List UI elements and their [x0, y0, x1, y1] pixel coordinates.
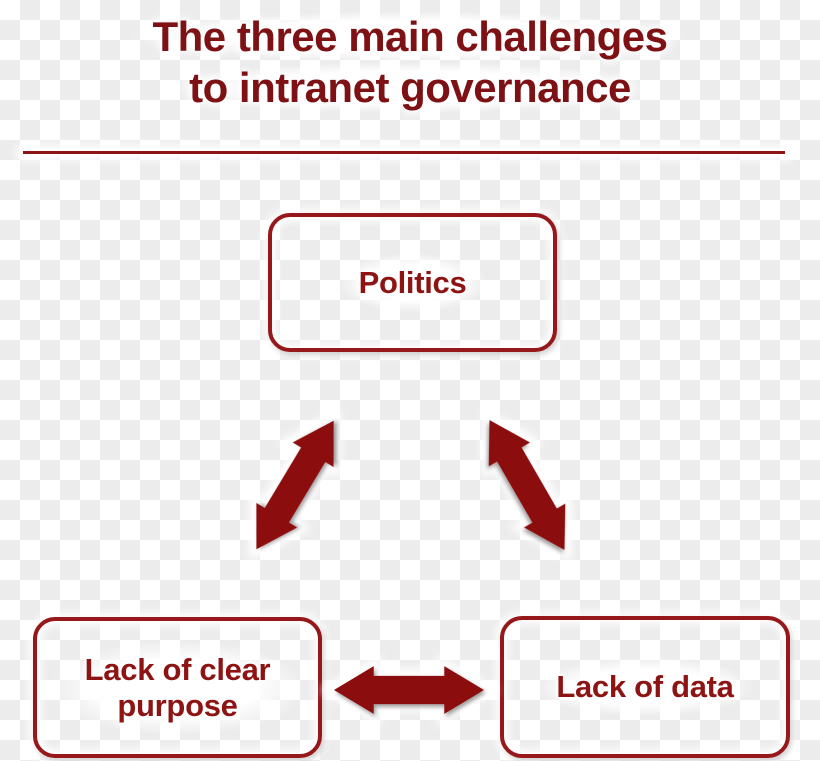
double-arrow-icon [334, 662, 484, 718]
double-arrow-icon [465, 406, 588, 564]
page-title-line2: to intranet governance [163, 62, 657, 113]
title-divider-line [23, 151, 785, 154]
node-lack-of-clear-purpose: Lack of clear purpose [33, 617, 322, 758]
double-arrow-icon [232, 406, 357, 563]
node-politics: Politics [268, 213, 557, 352]
node-data-label: Lack of data [534, 657, 756, 717]
node-lack-of-data: Lack of data [500, 616, 790, 758]
node-purpose-label: Lack of clear purpose [47, 639, 308, 736]
page-title-line1: The three main challenges [126, 11, 694, 62]
double-arrow-politics-purpose [232, 406, 357, 563]
node-politics-label: Politics [336, 252, 489, 313]
page-title: The three main challenges to intranet go… [0, 11, 820, 113]
double-arrow-politics-data [465, 406, 588, 564]
double-arrow-purpose-data [334, 662, 484, 718]
